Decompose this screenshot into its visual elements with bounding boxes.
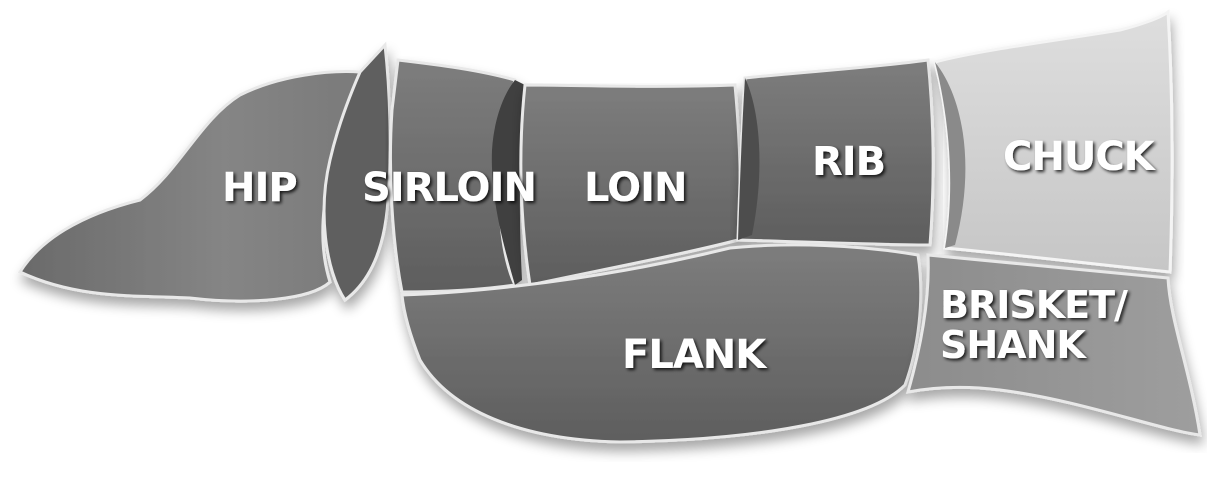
hip-cut [20,45,390,301]
shank-label: SHANK [940,323,1087,367]
flank-label: FLANK [622,332,768,378]
hip-label: HIP [222,165,297,211]
brisket-label: BRISKET/ [940,283,1128,327]
chuck-label: CHUCK [1003,134,1157,180]
rib-label: RIB [812,139,885,185]
loin-label: LOIN [584,165,686,211]
sirloin-label: SIRLOIN [362,165,536,211]
